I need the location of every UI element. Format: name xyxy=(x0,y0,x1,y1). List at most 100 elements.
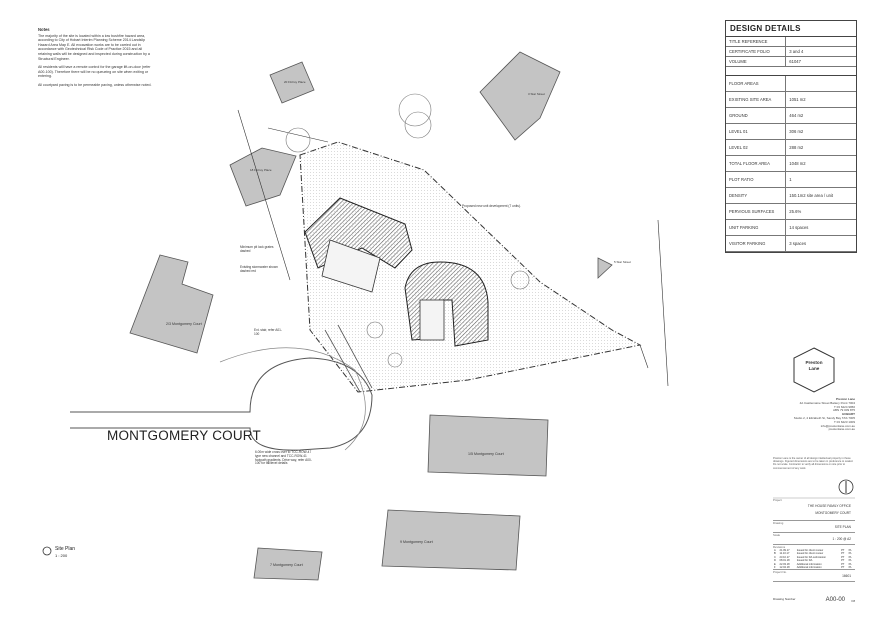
dd-value: 25.6% xyxy=(785,203,856,220)
revision-cell: PT xyxy=(841,555,845,559)
logo-hexagon xyxy=(793,347,835,393)
office-line: 4A Castlemaine Street Battery Point 7004 xyxy=(799,400,855,405)
dd-key: PLOT RATIO xyxy=(726,171,787,188)
design-details-table: DESIGN DETAILS TITLE REFERENCE CERTIFICA… xyxy=(725,20,857,253)
note-paragraph: All residents will have a remote control… xyxy=(38,65,151,79)
building-18-fitzroy xyxy=(229,147,297,207)
revision-cell: Issued for DA submission xyxy=(796,555,826,559)
revision-cell: 21.09.17 xyxy=(779,549,790,552)
dd-value: 3 spaces xyxy=(785,235,856,252)
dd-key: UNIT PARKING xyxy=(726,219,787,236)
design-details-title: DESIGN DETAILS xyxy=(726,21,856,37)
project-no: 16601 xyxy=(842,574,851,579)
scale-row: Scale 1 : 200 @ A2 xyxy=(773,533,855,545)
dd-value: 3 and 4 xyxy=(785,46,856,57)
building-1-5-montgomery xyxy=(427,414,549,477)
revision-cell: 23.10.17 xyxy=(779,555,790,559)
dd-key: TITLE REFERENCE xyxy=(726,37,787,47)
revision-cell: PT xyxy=(841,552,845,556)
dd-value: 306 m2 xyxy=(785,123,856,140)
note-paragraph: The majority of the site is located with… xyxy=(38,33,150,61)
logo-line: Lane xyxy=(808,366,820,371)
lot-label: 5 Star Street xyxy=(614,260,631,264)
lot-label: 2/3 Montgomery Court xyxy=(166,322,202,326)
cul-de-sac xyxy=(70,357,373,451)
office-line: ABN 79 009 875 xyxy=(832,408,855,413)
drawing-row: Drawing SITE PLAN xyxy=(773,521,855,533)
site-plan-title: Site Plan xyxy=(55,546,76,552)
building-3-star xyxy=(479,51,561,141)
revision-cell: E xyxy=(774,562,776,566)
dd-value: 464 m2 xyxy=(785,107,856,124)
project-name: THE HOUSE FAMILY OFFICE xyxy=(807,504,851,508)
driveway xyxy=(324,324,373,393)
cul-de-sac-outer xyxy=(219,347,366,451)
drawing-label: Drawing xyxy=(773,521,784,525)
revisions-label: Revisions xyxy=(773,545,786,549)
revision-cell: 08.01.18 xyxy=(779,559,790,563)
office-line: Preston Lane xyxy=(835,397,855,401)
dd-separator xyxy=(726,67,856,76)
revision-cell: PL xyxy=(848,555,852,559)
dd-key: VISITOR PARKING xyxy=(726,235,787,252)
dd-key: LEVEL 01 xyxy=(726,123,787,140)
revision-cell: PL xyxy=(848,566,852,570)
building-9-montgomery xyxy=(381,509,521,571)
dd-key: LEVEL 02 xyxy=(726,139,787,156)
dd-value: 1 xyxy=(785,171,856,188)
office-line: T 03 6224 9950 xyxy=(834,404,855,409)
project-no-label: Project No. xyxy=(773,570,787,575)
scale-label: Scale xyxy=(773,533,780,537)
revision-cell: Issued for DA xyxy=(796,559,813,563)
disclaimer: Preston Lane is the owner of all design … xyxy=(773,457,854,470)
scale-value: 1 : 200 @ A2 xyxy=(832,537,851,541)
notes-heading: Notes xyxy=(38,27,50,32)
dd-value xyxy=(785,76,856,92)
annotation-crossover: 6.00m wide cross over to TCC-ROW-47 type… xyxy=(255,450,312,466)
revision-cell: PT xyxy=(841,566,845,570)
building-20-fitzroy xyxy=(269,61,315,104)
dd-key: GROUND xyxy=(726,107,787,124)
lot-label: 7 Montgomery Court xyxy=(270,563,303,567)
dd-value: 14 spaces xyxy=(785,219,856,236)
lot-label: 3 Star Street xyxy=(528,92,545,96)
office-line: info@prestonlane.com.au xyxy=(820,423,855,428)
office-line: T 03 6223 1009 xyxy=(834,419,855,424)
proposed-building-south-core xyxy=(419,299,445,341)
revision-cell: PT xyxy=(841,559,845,563)
annotation-proposed: Proposed new unit development (7 units). xyxy=(462,204,521,208)
dd-value: 1048 m2 xyxy=(785,155,856,172)
office-line: Studio 2, 4 Elizabeth St, Sandy Bay TAS … xyxy=(793,415,855,420)
dd-key: CERTIFICATE FOLIO xyxy=(726,46,787,57)
dd-key: DENSITY xyxy=(726,187,787,204)
proposed-building-north-lower xyxy=(321,239,381,293)
title-block: Project THE HOUSE FAMILY OFFICE MONTGOME… xyxy=(773,498,855,583)
scale-symbol xyxy=(42,546,52,556)
building-5-star xyxy=(597,257,613,279)
lot-label: 18 Fitzroy Place xyxy=(250,168,272,172)
dd-key: PERVIOUS SURFACES xyxy=(726,203,787,220)
lot-label: 20 Fitzroy Place xyxy=(284,80,306,84)
revision-cell: Issued for client review xyxy=(796,552,824,556)
revision-code: F8 xyxy=(851,599,855,603)
street-name-label: MONTGOMERY COURT xyxy=(107,428,261,443)
drawing-name: SITE PLAN xyxy=(834,525,851,529)
revision-cell: D xyxy=(774,559,776,563)
logo-line: Preston xyxy=(805,360,823,365)
dd-key: TOTAL FLOOR AREA xyxy=(726,155,787,172)
drawing-number: A00-00 xyxy=(825,597,845,603)
dd-value: 288 m2 xyxy=(785,139,856,156)
dd-value: 61047 xyxy=(785,56,856,67)
dd-key: VOLUME xyxy=(726,56,787,67)
revision-cell: Issued for client review xyxy=(796,549,824,552)
dd-value: 1051 m2 xyxy=(785,91,856,108)
revision-cell: 11.10.17 xyxy=(779,552,790,556)
